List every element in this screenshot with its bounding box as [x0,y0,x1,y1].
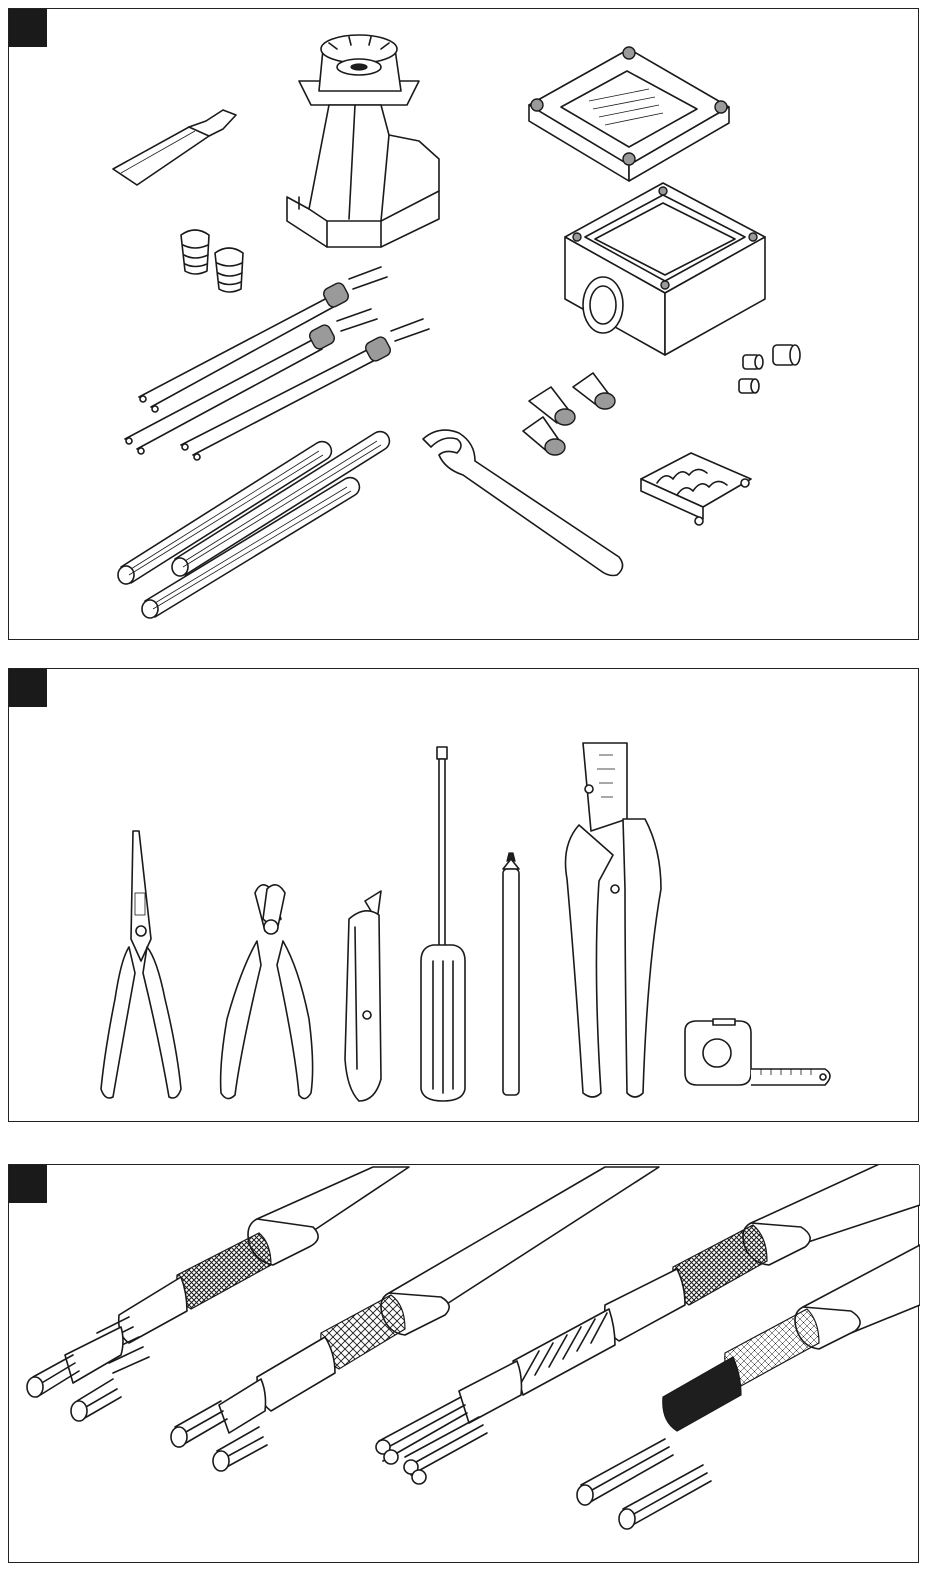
end-cap-icon [739,379,759,393]
diagonal-cutters-icon [221,885,313,1099]
wire-nut-icon [529,387,575,425]
end-cap-icon [743,355,763,369]
tape-measure-icon [685,1019,830,1085]
heating-cable-braided-icon [27,1167,409,1421]
spanner-wrench-icon [423,430,623,575]
junction-box-icon [565,183,765,355]
grommet-icon [215,248,243,292]
junction-box-lid-icon [529,47,729,181]
utility-knife-icon [345,891,381,1101]
heating-cable-types-illustration [9,1165,920,1564]
heat-shrink-tube-icon [172,432,389,576]
panel-required-tools [8,668,919,1122]
end-cap-icon [773,345,800,365]
cable-lead-icon [125,309,377,454]
kit-components-illustration [9,9,920,641]
connection-base-icon [287,35,439,247]
needle-nose-pliers-icon [101,831,181,1098]
wire-nut-icon [573,373,615,409]
heating-cable-mesh-icon [171,1167,659,1471]
panel-heating-cable-types [8,1164,919,1563]
heating-cable-flat-icon [577,1245,920,1529]
required-tools-illustration [9,669,920,1123]
cable-lead-icon [139,267,387,412]
terminal-block-icon [641,453,751,525]
screwdriver-icon [421,747,465,1101]
grommet-icon [181,230,209,274]
marker-pen-icon [503,853,519,1095]
panel-kit-components [8,8,919,640]
crimping-tool-icon [566,743,662,1097]
sealant-tube-icon [113,110,236,185]
